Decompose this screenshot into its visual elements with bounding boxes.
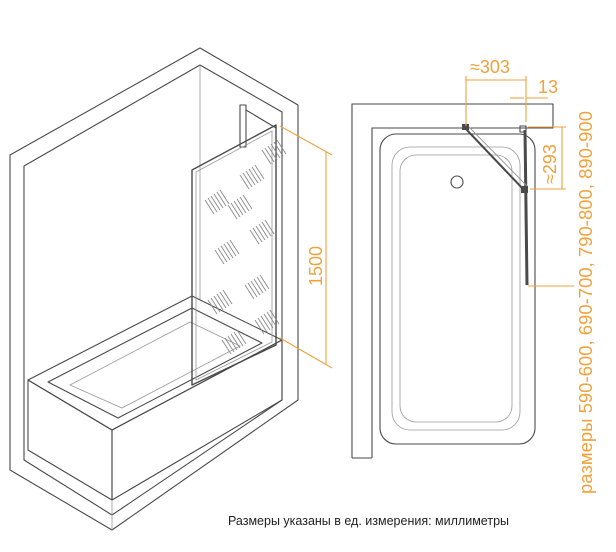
glass-pattern-stroke [276,139,287,155]
glass-pattern-stroke [227,204,238,220]
drain-icon [450,175,464,189]
glass-pattern [204,139,287,355]
glass-panel [191,124,277,386]
glass-pattern-stroke [227,335,238,351]
support-bar [245,109,277,129]
glass-pattern-stroke [221,339,232,355]
glass-pattern-stroke [217,247,228,263]
dim-ext-top [279,125,333,156]
sizes-label: размеры 590-600, 690-700, 790-800, 890-9… [575,111,596,494]
glass-pattern-stroke [239,196,250,212]
tub-outer [379,133,536,445]
arm-glass-clamp [521,186,528,193]
glass-pattern-stroke [220,245,231,261]
glass-pattern-stroke [267,145,278,161]
glass-pattern-stroke [242,172,253,188]
dim-ext-bottom [279,337,333,369]
glass-pattern-stroke [207,197,218,213]
isometric-view [9,47,299,531]
gap-label: 13 [538,77,558,97]
glass-pattern-stroke [259,274,270,290]
arm-dimension: ≈303 [465,57,527,126]
glass-pattern-stroke [252,227,263,243]
glass-pattern-stroke [261,221,272,237]
glass-pattern-stroke [223,243,234,259]
glass-pattern-stroke [216,293,227,309]
glass-pattern-stroke [230,202,241,218]
glass-pattern-stroke [229,239,240,255]
tub-basin [399,154,513,423]
glass-pattern-stroke [224,337,235,353]
glass-pattern-stroke [256,276,267,292]
top-view [351,103,554,459]
glass-pattern-stroke [214,249,225,265]
glass-pattern-stroke [213,193,224,209]
gap-dimension: 13 [510,77,558,99]
glass-pattern-stroke [251,166,262,182]
leg-length-label: ≈293 [540,144,560,184]
glass-pattern-stroke [204,199,215,215]
glass-pattern-stroke [266,311,277,327]
support-arm [464,127,525,191]
glass-pattern-stroke [248,168,259,184]
glass-pattern-stroke [207,299,218,315]
glass-pattern-stroke [254,319,265,335]
units-note: Размеры указаны в ед. измерения: миллиме… [228,514,509,528]
glass-pattern-stroke [233,200,244,216]
height-dimension: 1500 [279,125,333,369]
wall-profile-top [519,125,527,133]
glass-pattern-stroke [210,297,221,313]
glass-pattern-stroke [273,141,284,157]
glass-pattern-stroke [255,225,266,241]
bathtub-inner [47,307,263,419]
bathtub-top [27,295,283,431]
tub-inner [391,146,521,431]
bathtub-basin [69,321,241,409]
glass-panel-top [523,129,529,286]
back-wall [9,47,299,531]
glass-pattern-stroke [260,315,271,331]
leg-dimension: ≈293 [528,126,566,190]
glass-pattern-stroke [269,309,280,325]
glass-pattern-stroke [249,229,260,245]
wall-outline [351,103,554,458]
glass-pattern-stroke [242,194,253,210]
glass-pattern-stroke [239,174,250,190]
arm-length-label: ≈303 [470,57,510,77]
glass-pattern-stroke [264,147,275,163]
glass-pattern-stroke [226,241,237,257]
glass-pattern-stroke [236,329,247,345]
glass-pattern-stroke [233,331,244,347]
glass-pattern-stroke [216,191,227,207]
glass-pattern-stroke [264,219,275,235]
glass-panel-inner [195,130,273,381]
glass-pattern-stroke [222,289,233,305]
glass-pattern-stroke [236,198,247,214]
glass-pattern-stroke [258,223,269,239]
glass-pattern-stroke [247,282,258,298]
glass-pattern-stroke [213,295,224,311]
glass-pattern-stroke [254,164,265,180]
back-wall-inner [23,64,283,516]
glass-pattern-stroke [219,291,230,307]
height-label: 1500 [306,246,326,286]
glass-pattern-stroke [257,317,268,333]
glass-pattern-stroke [210,195,221,211]
glass-pattern-stroke [270,143,281,159]
glass-pattern-stroke [261,149,272,165]
wall-profile [239,104,247,148]
glass-pattern-stroke [245,170,256,186]
support-arm-edge [467,125,529,188]
arm-wall-clamp [462,124,469,130]
glass-pattern-stroke [230,333,241,349]
glass-pattern-stroke [219,189,230,205]
glass-pattern-stroke [253,278,264,294]
glass-pattern-stroke [250,280,261,296]
glass-pattern-stroke [263,313,274,329]
bathtub-side [111,339,283,501]
glass-pattern-stroke [244,284,255,300]
